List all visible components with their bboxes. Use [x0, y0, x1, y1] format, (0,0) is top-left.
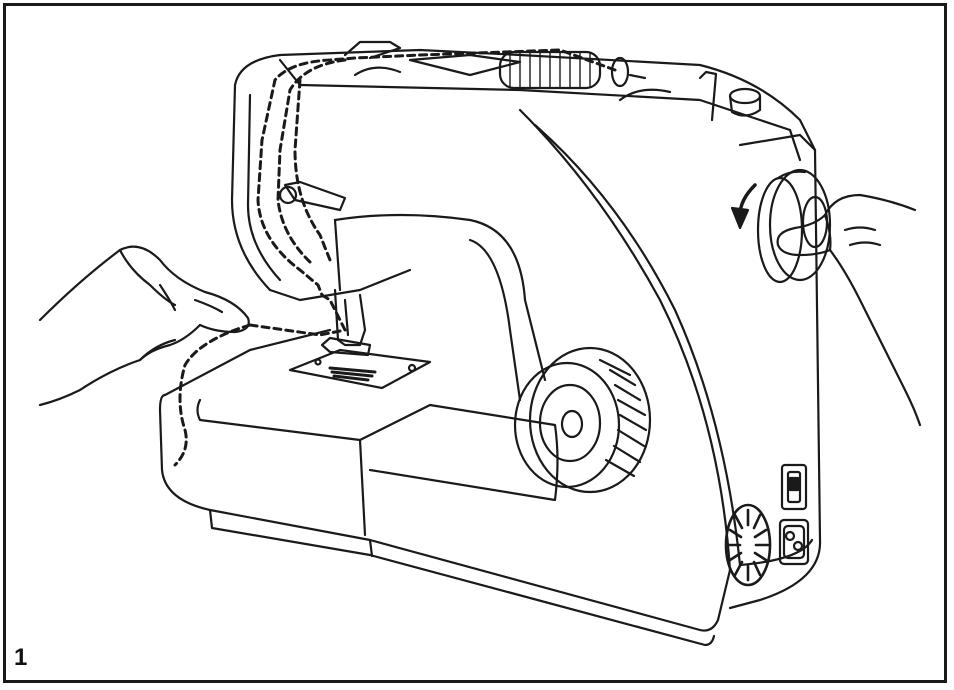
stitch-dial: [513, 346, 652, 494]
direction-arrow-icon: [730, 183, 757, 230]
left-hand-icon: [38, 245, 250, 407]
vent-grille: [724, 503, 772, 587]
presser-foot: [320, 288, 372, 357]
needle-plate: [288, 348, 432, 390]
thread-path: [173, 48, 617, 467]
figure-number: 1: [14, 644, 28, 671]
handwheel: [756, 168, 832, 284]
machine-base: [158, 328, 732, 647]
power-switch: [780, 463, 808, 511]
machine-body: [230, 48, 822, 610]
spool: [408, 50, 647, 90]
right-hand-icon: [776, 193, 922, 427]
top-controls: [343, 40, 762, 122]
power-socket: [778, 518, 810, 566]
take-up-lever: [278, 180, 347, 212]
